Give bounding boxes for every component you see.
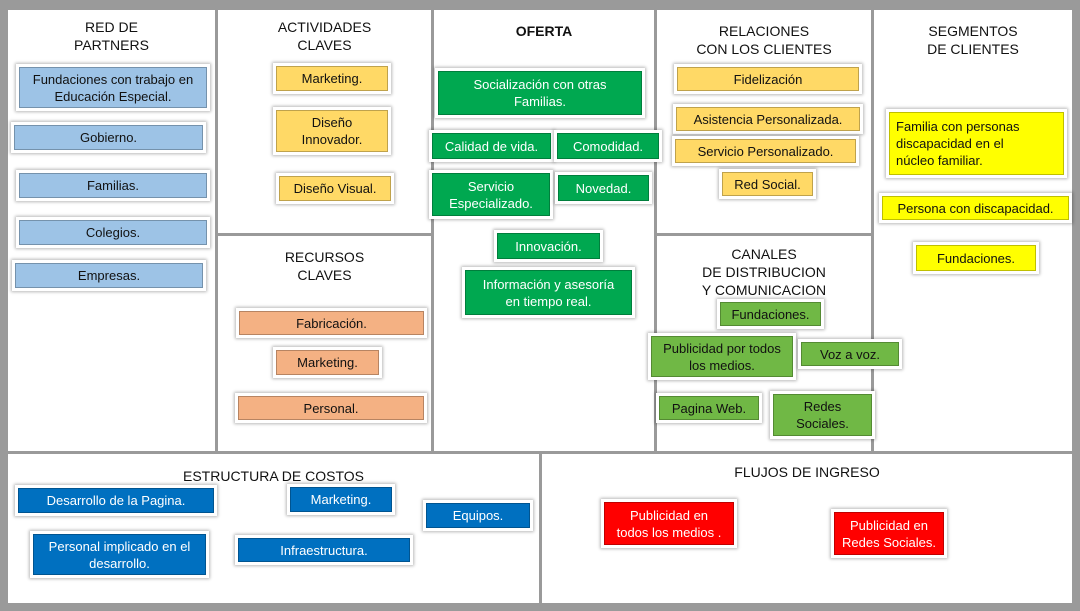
note-oferta-socializacion: Socialización con otras Familias. [438,71,642,115]
title-recursos-claves: RECURSOS CLAVES [284,249,365,283]
note-relacion-red-social: Red Social. [722,172,813,196]
note-canal-fundaciones: Fundaciones. [720,302,821,326]
note-partner-empresas: Empresas. [15,263,203,288]
note-segmento-fundaciones: Fundaciones. [916,245,1036,271]
note-oferta-comodidad: Comodidad. [557,133,659,159]
note-partner-fundaciones: Fundaciones con trabajo en Educación Esp… [19,67,207,108]
title-actividades-claves: ACTIVIDADES CLAVES [277,19,372,53]
note-segmento-familia: Familia con personas discapacidad en el … [889,112,1064,175]
note-relacion-asistencia: Asistencia Personalizada. [676,107,860,131]
note-actividad-diseno-innovador: Diseño Innovador. [276,110,388,152]
title-relaciones: RELACIONES CON LOS CLIENTES [696,23,832,57]
title-flujos-ingreso: FLUJOS DE INGRESO [734,464,880,480]
title-estructura-costos: ESTRUCTURA DE COSTOS [183,468,364,484]
note-canal-pagina-web: Pagina Web. [659,396,759,420]
title-oferta: OFERTA [515,23,573,39]
note-recurso-marketing: Marketing. [276,350,379,375]
note-relacion-fidelizacion: Fidelización [677,67,859,91]
note-canal-voz-a-voz: Voz a voz. [801,342,899,366]
note-oferta-calidad-vida: Calidad de vida. [432,133,551,159]
panel-segmentos: SEGMENTOS DE CLIENTES [874,10,1072,451]
title-segmentos: SEGMENTOS DE CLIENTES [927,23,1019,57]
note-costo-equipos: Equipos. [426,503,530,528]
note-oferta-innovacion: Innovación. [497,233,600,259]
note-recurso-personal: Personal. [238,396,424,420]
note-canal-redes-sociales: Redes Sociales. [773,394,872,436]
note-partner-gobierno: Gobierno. [14,125,203,150]
note-oferta-servicio-especializado: Servicio Especializado. [432,173,550,216]
note-costo-infraestructura: Infraestructura. [238,538,410,562]
note-actividad-marketing: Marketing. [276,66,388,91]
panel-estructura-costos: ESTRUCTURA DE COSTOS [8,454,539,603]
note-ingreso-publicidad-redes: Publicidad en Redes Sociales. [834,512,944,555]
title-canales: CANALES DE DISTRIBUCION Y COMUNICACION [701,246,827,298]
title-red-de-partners: RED DE PARTNERS [74,19,149,53]
note-costo-desarrollo-pagina: Desarrollo de la Pagina. [18,488,214,513]
note-oferta-informacion: Información y asesoría en tiempo real. [465,270,632,315]
note-ingreso-publicidad-medios: Publicidad en todos los medios . [604,502,734,545]
note-partner-familias: Familias. [19,173,207,198]
note-canal-publicidad: Publicidad por todos los medios. [651,336,793,377]
note-costo-marketing: Marketing. [290,487,392,512]
note-relacion-servicio: Servicio Personalizado. [675,139,856,163]
note-actividad-diseno-visual: Diseño Visual. [279,176,391,201]
note-recurso-fabricacion: Fabricación. [239,311,424,335]
note-costo-personal: Personal implicado en el desarrollo. [33,534,206,575]
note-partner-colegios: Colegios. [19,220,207,245]
note-segmento-persona: Persona con discapacidad. [882,196,1069,220]
note-oferta-novedad: Novedad. [558,175,649,201]
